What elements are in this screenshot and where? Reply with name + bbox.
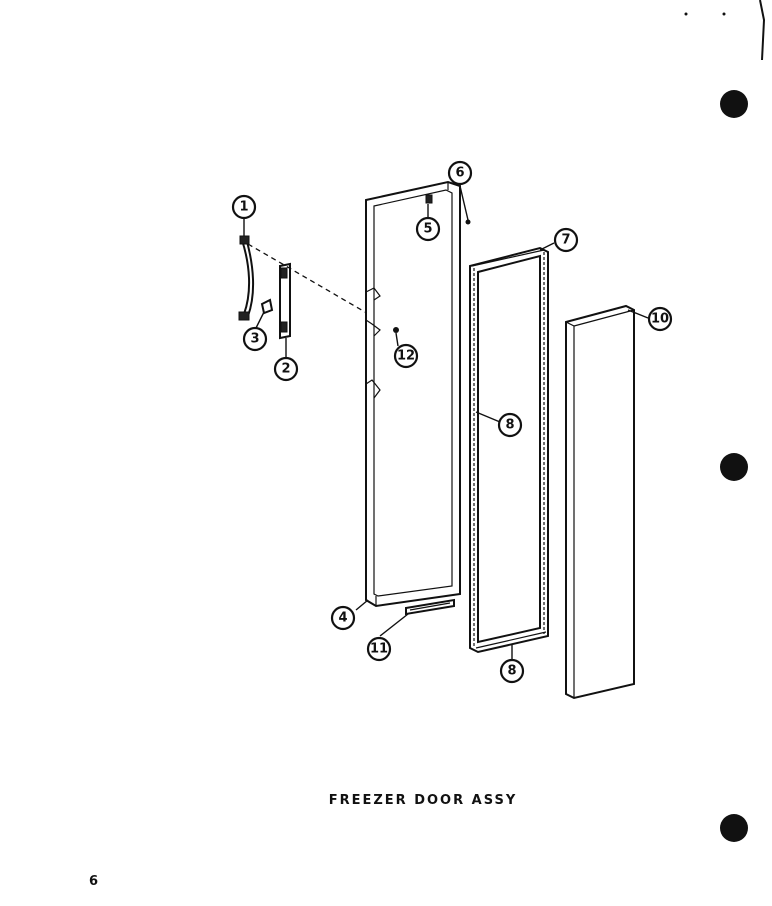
svg-text:7: 7 [561,233,570,248]
part-door-panel [365,180,461,608]
callout-12: 12 [393,343,419,369]
svg-text:10: 10 [651,312,669,327]
binder-hole [720,90,748,118]
part-screw [465,219,471,225]
callout-5: 5 [415,216,441,242]
svg-text:8: 8 [505,418,514,433]
binder-hole [720,814,748,842]
callout-4: 4 [330,605,356,631]
svg-text:12: 12 [397,349,415,364]
speck [684,12,688,16]
callout-11: 11 [366,636,392,662]
diagram-caption: FREEZER DOOR ASSY [328,793,518,808]
callout-3: 3 [242,326,268,352]
callout-6: 6 [447,160,473,186]
leader-lines [243,185,649,660]
svg-text:3: 3 [250,332,259,347]
callout-2: 2 [273,356,299,382]
callout-1: 1 [231,194,257,220]
svg-text:8: 8 [507,664,516,679]
svg-text:1: 1 [239,200,248,215]
binder-holes [684,0,766,842]
part-bracket [279,262,291,340]
binder-hole [720,453,748,481]
part-strip [405,598,455,616]
svg-text:5: 5 [423,222,432,237]
svg-text:11: 11 [370,642,388,657]
part-liner-panel [565,304,635,700]
part-clip [260,298,274,315]
callout-7: 7 [553,227,579,253]
speck [722,12,726,16]
page-number: 6 [89,874,99,889]
part-handle [238,235,255,321]
part-gasket [469,246,549,654]
svg-text:4: 4 [338,611,347,626]
callout-8-lower: 8 [499,658,525,684]
callout-8: 8 [497,412,523,438]
callout-10: 10 [647,306,673,332]
scan-edge [759,0,766,61]
svg-text:2: 2 [281,362,290,377]
svg-text:6: 6 [455,166,464,181]
assembly-line [247,243,397,331]
